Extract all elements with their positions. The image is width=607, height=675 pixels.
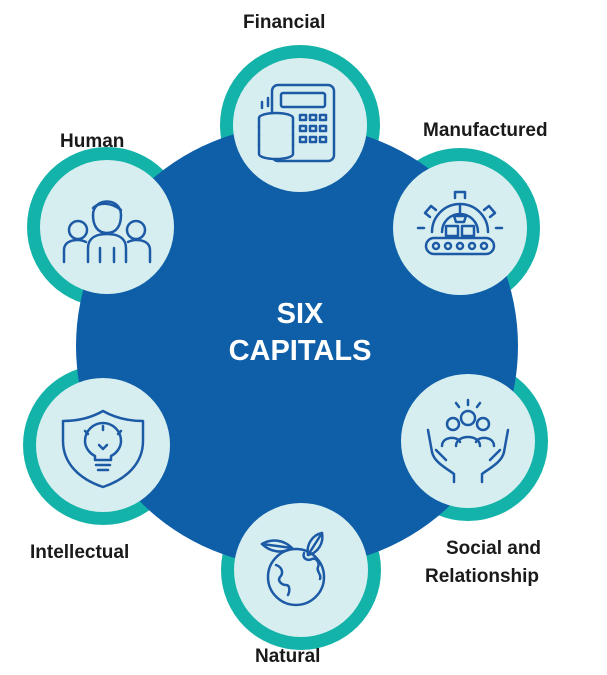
center-title-line1: SIX (276, 298, 324, 330)
center-title-line2: CAPITALS (228, 335, 372, 367)
label-social-and: Social and (446, 538, 542, 559)
conveyor-robot-icon (416, 190, 504, 256)
label-manufactured: Manufactured (423, 120, 548, 141)
hands-people-icon (426, 398, 510, 484)
node-natural (234, 503, 368, 637)
globe-leaves-icon (260, 531, 326, 607)
node-manufactured (393, 161, 527, 295)
label-relationship: Relationship (425, 566, 540, 587)
shield-lightbulb-icon (61, 409, 145, 489)
label-human: Human (60, 131, 125, 152)
node-social (401, 374, 535, 508)
label-intellectual: Intellectual (30, 542, 130, 563)
people-group-icon (62, 200, 152, 264)
label-financial: Financial (243, 12, 326, 33)
node-human (40, 160, 174, 294)
calculator-coins-icon (257, 83, 336, 163)
center-title: SIX CAPITALS (200, 296, 400, 370)
label-natural: Natural (255, 646, 321, 667)
node-intellectual (36, 378, 170, 512)
